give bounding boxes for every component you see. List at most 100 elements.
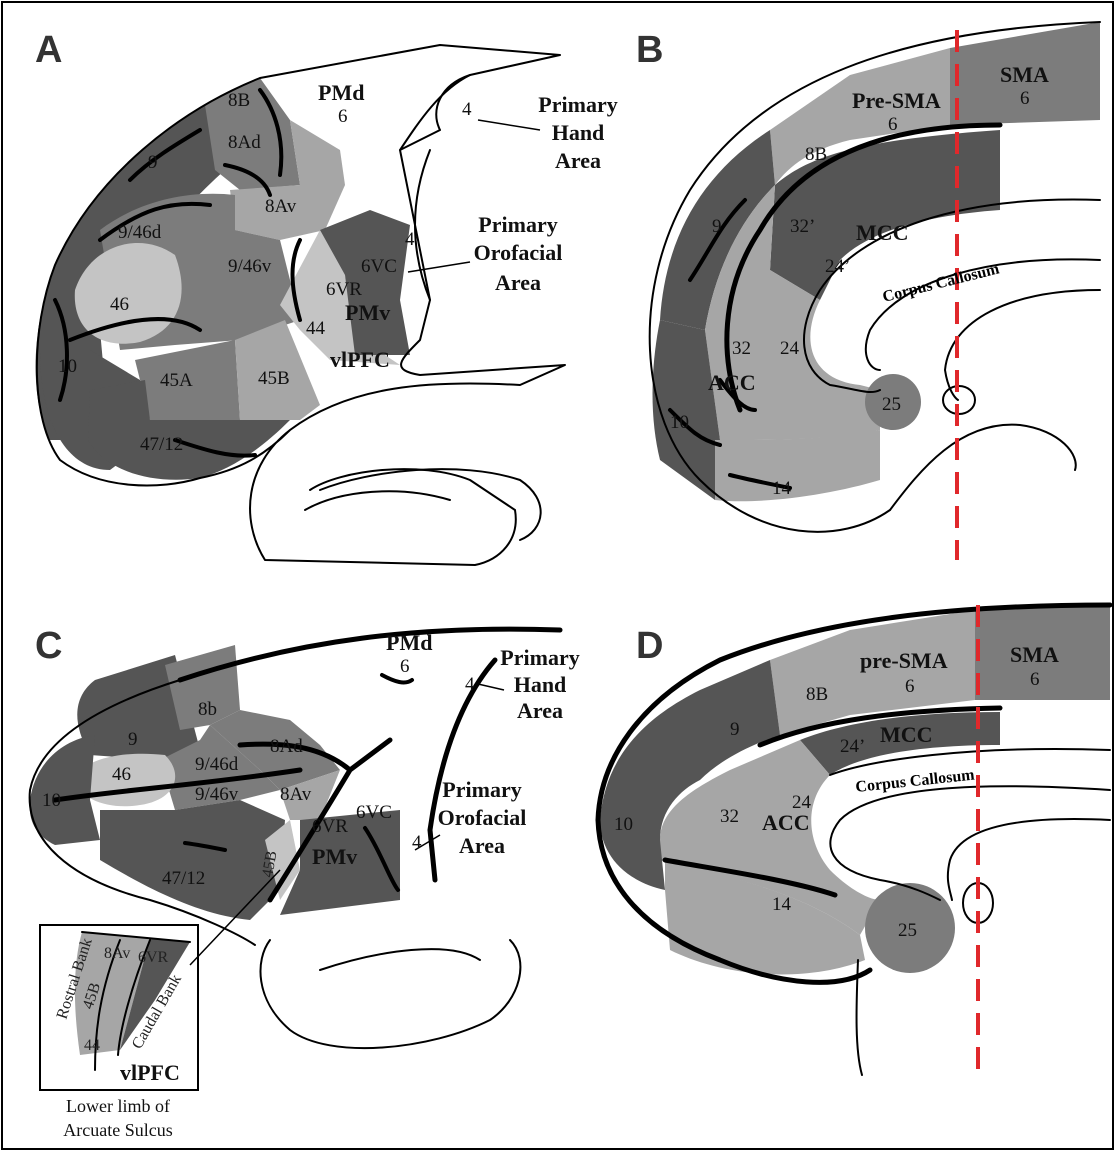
svg-text:Area: Area	[517, 698, 563, 723]
a-area-44-label: 44	[306, 318, 326, 339]
c-orofacial-callout: Primary Orofacial Area	[438, 777, 527, 858]
c-inset-caption-2: Arcuate Sulcus	[63, 1120, 172, 1140]
a-area-946v-label: 9/46v	[228, 256, 272, 277]
d-area-8B-label: 8B	[806, 684, 828, 705]
a-area-8B-label: 8B	[228, 90, 250, 111]
c-area-8Ad-label: 8Ad	[270, 736, 303, 757]
a-area-45A-label: 45A	[160, 370, 193, 391]
c-10-region	[30, 735, 100, 845]
d-area-25-label: 25	[898, 920, 917, 941]
svg-text:Area: Area	[555, 148, 601, 173]
a-area-6-label: 6	[338, 106, 348, 127]
c-ventral-outline	[260, 940, 520, 1048]
c-area-4-mid-label: 4	[412, 832, 422, 853]
d-area-14-label: 14	[772, 894, 792, 915]
b-ventral-outline	[890, 425, 1076, 510]
c-4712-region	[100, 800, 285, 920]
svg-text:Area: Area	[495, 270, 541, 295]
c-area-6VR-label: 6VR	[312, 816, 348, 837]
d-area-32-label: 32	[720, 806, 739, 827]
b-mcc-label: MCC	[856, 220, 909, 245]
d-area-24p-label: 24’	[840, 736, 865, 757]
b-acc-label: ACC	[708, 370, 756, 395]
d-corpus-callosum	[830, 786, 1110, 900]
svg-text:Orofacial: Orofacial	[474, 240, 563, 265]
c-area-6VC-label: 6VC	[356, 802, 392, 823]
a-area-946d-label: 9/46d	[118, 222, 162, 243]
c-area-10-label: 10	[42, 790, 61, 811]
b-area-6-label: 6	[1020, 88, 1030, 109]
a-area-4712-label: 47/12	[140, 434, 183, 455]
b-sma-label: SMA	[1000, 62, 1049, 87]
a-area-9-label: 9	[148, 152, 158, 173]
b-area-10-label: 10	[670, 412, 689, 433]
b-area-6b-label: 6	[888, 114, 898, 135]
a-orofacial-callout: Primary Orofacial Area	[474, 212, 563, 295]
a-area-4-mid-label: 4	[405, 229, 415, 250]
a-area-8Av-label: 8Av	[265, 196, 297, 217]
a-hand-callout: Primary Hand Area	[538, 92, 617, 173]
b-presma-label: Pre-SMA	[852, 88, 941, 113]
c-area-4712-label: 47/12	[162, 868, 205, 889]
svg-text:Primary: Primary	[442, 777, 521, 802]
c-area-946v-label: 9/46v	[195, 784, 239, 805]
c-inset-44-label: 44	[84, 1037, 100, 1054]
c-panel-letter: C	[35, 625, 62, 667]
d-mcc-label: MCC	[880, 722, 933, 747]
a-area-6VC-label: 6VC	[361, 256, 397, 277]
svg-text:Area: Area	[459, 833, 505, 858]
b-area-32p-label: 32’	[790, 216, 815, 237]
c-area-46-label: 46	[112, 764, 131, 785]
c-hand-callout: Primary Hand Area	[500, 645, 579, 723]
b-area-24p-label: 24’	[825, 256, 850, 277]
d-sma-label: SMA	[1010, 642, 1059, 667]
a-area-46-label: 46	[110, 294, 129, 315]
c-area-8Av-label: 8Av	[280, 784, 312, 805]
c-hand-callout-line	[478, 684, 504, 690]
d-presma-label: pre-SMA	[860, 648, 948, 673]
a-area-6VR-label: 6VR	[326, 279, 362, 300]
c-inset: Rostral Bank Caudal Bank 8Av 6VR 45B 44 …	[40, 925, 198, 1140]
svg-text:Orofacial: Orofacial	[438, 805, 527, 830]
b-area-32-label: 32	[732, 338, 751, 359]
a-vlpfc-label: vlPFC	[330, 347, 390, 372]
d-acc-label: ACC	[762, 810, 810, 835]
c-pmd-label: PMd	[386, 630, 432, 655]
svg-text:Primary: Primary	[500, 645, 579, 670]
c-inset-vlpfc-label: vlPFC	[120, 1060, 180, 1085]
a-area-10-label: 10	[58, 356, 77, 377]
d-area-10-label: 10	[614, 814, 633, 835]
b-area-9-label: 9	[712, 216, 722, 237]
d-area-9-label: 9	[730, 719, 740, 740]
b-area-24-label: 24	[780, 338, 800, 359]
svg-text:Hand: Hand	[552, 120, 605, 145]
b-14-region	[715, 430, 880, 501]
a-hand-callout-line	[478, 120, 540, 130]
c-area-4-top-label: 4	[465, 674, 475, 695]
a-pmv-label: PMv	[345, 300, 390, 325]
d-panel-letter: D	[636, 625, 663, 667]
d-8B-region	[770, 630, 850, 735]
panel-a: A PMd 6 8B 8Ad 8Av 9 9/46d 9/46v 46 10 4…	[35, 29, 618, 565]
c-inset-6VR-label: 6VR	[138, 949, 169, 966]
b-area-14-label: 14	[772, 478, 792, 499]
d-area-6b-label: 6	[905, 676, 915, 697]
b-panel-letter: B	[636, 29, 663, 71]
a-area-45B-label: 45B	[258, 368, 290, 389]
svg-text:Primary: Primary	[538, 92, 617, 117]
c-area-8b-label: 8b	[198, 699, 217, 720]
c-inset-8Av-label: 8Av	[104, 945, 130, 962]
c-area-9-label: 9	[128, 729, 138, 750]
c-area-6-label: 6	[400, 656, 410, 677]
b-area-25-label: 25	[882, 394, 901, 415]
panel-d: D SMA 6 pre-SMA 6 8B 9 24’ MCC Corpus Ca…	[598, 605, 1110, 1080]
a-area-4-top-label: 4	[462, 99, 472, 120]
b-area-8B-label: 8B	[805, 144, 827, 165]
c-inset-caption-1: Lower limb of	[66, 1096, 170, 1116]
panel-b: B SMA 6 Pre-SMA 6 8B 9 32’ MCC 24’ Corpu…	[636, 22, 1100, 560]
d-area-6-label: 6	[1030, 669, 1040, 690]
c-area-946d-label: 9/46d	[195, 754, 239, 775]
a-orofacial-callout-line	[408, 262, 470, 272]
svg-text:Primary: Primary	[478, 212, 557, 237]
